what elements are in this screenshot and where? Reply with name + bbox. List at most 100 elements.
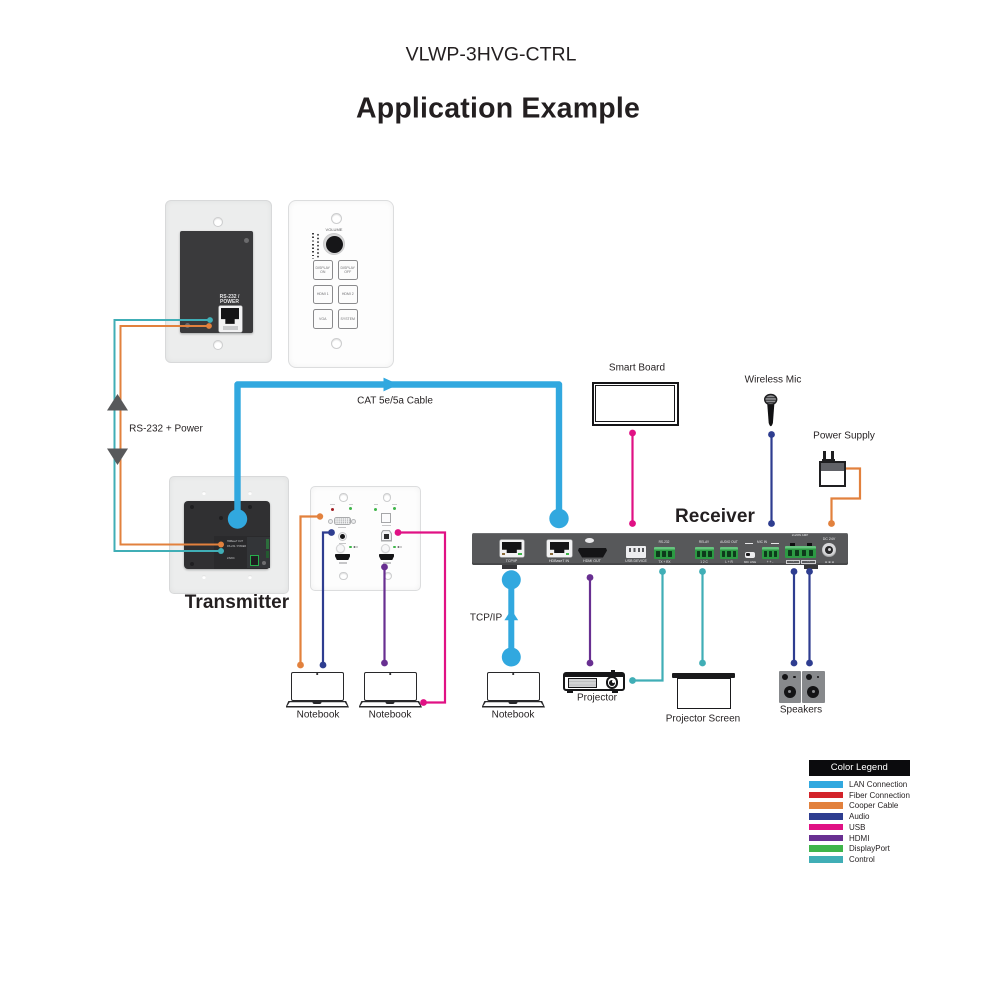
rx-rs232-label: RS-232 bbox=[658, 539, 670, 544]
keypad-button-vga: VGA bbox=[312, 309, 333, 329]
port-caption-smudge bbox=[382, 562, 391, 564]
tx-port-label2: RS-232 / POWER bbox=[227, 545, 247, 548]
amp-pins-box: - + bbox=[785, 559, 800, 564]
legend-swatch bbox=[808, 781, 843, 788]
speaker-port-dot bbox=[816, 675, 820, 679]
vga-input-port bbox=[333, 517, 351, 525]
notebook3-base bbox=[481, 701, 545, 708]
power-supply-prong bbox=[823, 450, 826, 460]
projector-bump bbox=[610, 669, 615, 673]
screw-hole bbox=[201, 574, 206, 579]
rx-audio-out-label: AUDIO OUT bbox=[720, 539, 738, 544]
phoenix-slot bbox=[668, 550, 673, 557]
rx-usb-device-label: USB DEVICE bbox=[625, 558, 647, 563]
port-caption-smudge bbox=[338, 562, 347, 564]
rx-mic-line-switch bbox=[744, 551, 755, 558]
amp-pins-text: - + bbox=[807, 560, 810, 563]
notebook-latch bbox=[508, 702, 518, 705]
av-input-wall-plate bbox=[310, 486, 421, 591]
phoenix-slot bbox=[662, 550, 667, 557]
speaker-tweeter bbox=[805, 674, 812, 680]
wireless-mic-icon bbox=[764, 393, 778, 427]
projector-lid bbox=[564, 673, 623, 677]
mic-header-dash bbox=[745, 542, 753, 544]
hdmi2-share-knob bbox=[381, 544, 390, 553]
keypad-button-label: SYSTEM bbox=[340, 316, 355, 321]
wire-control-projector bbox=[629, 568, 666, 684]
screw-hole bbox=[339, 571, 348, 580]
rx-dc-pins: ⊖ ⊕ ⊖ bbox=[824, 560, 835, 565]
legend-swatch bbox=[808, 813, 843, 820]
keypad-button-hdmi2: HDMI 2 bbox=[337, 284, 358, 304]
rx-screw-oval bbox=[585, 538, 594, 543]
notebook2-base bbox=[358, 701, 422, 708]
notebook-latch bbox=[312, 702, 322, 705]
usb-b-port-slot bbox=[383, 534, 389, 539]
legend-swatch bbox=[808, 802, 843, 809]
screw-hole bbox=[248, 490, 252, 495]
rj45-opening bbox=[221, 308, 239, 324]
speakers-label: Speakers bbox=[779, 704, 823, 716]
rj45-led-left bbox=[549, 552, 553, 555]
module-screw bbox=[185, 323, 190, 328]
rx-amp-phoenix bbox=[785, 545, 816, 558]
projector-vent bbox=[568, 677, 597, 688]
legend-swatch bbox=[808, 834, 843, 842]
rj45-latch-strip bbox=[222, 326, 238, 330]
rj45-opening bbox=[549, 542, 569, 553]
legend-label: HDMI bbox=[849, 833, 870, 843]
tx-phoenix-port bbox=[250, 555, 259, 566]
module-screw bbox=[219, 516, 223, 520]
wireless-mic-label: Wireless Mic bbox=[744, 374, 802, 386]
notebook1-label: Notebook bbox=[296, 709, 340, 721]
rs232-port-label-line1: RS-232 / bbox=[219, 293, 240, 300]
rx-relay-label: RELAY bbox=[698, 539, 710, 544]
phoenix-slot bbox=[763, 550, 768, 557]
tx-port-label3: 24VDC bbox=[227, 557, 235, 560]
hdmi1-share-knob bbox=[336, 544, 345, 553]
phoenix-slot bbox=[656, 550, 661, 557]
screw-hole bbox=[339, 493, 348, 502]
webcam-dot bbox=[389, 673, 392, 675]
phoenix-slot bbox=[732, 550, 737, 557]
keypad-button-label: DISPLAY OFF bbox=[340, 265, 356, 274]
keypad-button-hdmi1: HDMI 1 bbox=[312, 284, 333, 304]
hdmi1-input-port bbox=[334, 553, 351, 561]
rs232-power-label: RS-232 + Power bbox=[129, 423, 203, 434]
phoenix-slot bbox=[773, 550, 778, 557]
screw-hole bbox=[213, 217, 223, 227]
screw-hole bbox=[248, 574, 252, 579]
power-supply-prong bbox=[830, 450, 834, 460]
rx-mic-in-pins: + + - bbox=[766, 559, 774, 564]
rs232-port-label: RS-232 /POWER bbox=[219, 293, 240, 306]
share-arrow-mark bbox=[353, 546, 358, 548]
rx-rs232-pins: TX + RX bbox=[658, 559, 671, 564]
notebook3-label: Notebook bbox=[491, 709, 535, 721]
status-led-red bbox=[330, 507, 334, 511]
phoenix-slot bbox=[702, 550, 707, 557]
receiver-foot bbox=[804, 565, 818, 569]
screw-hole bbox=[382, 493, 391, 502]
port-caption-smudge bbox=[338, 527, 346, 529]
share-led-green bbox=[393, 545, 396, 549]
rx-usb-device-port bbox=[626, 546, 646, 558]
rx-amp-label: 2x20W AMP bbox=[791, 533, 809, 538]
power-supply-label: Power Supply bbox=[813, 430, 875, 442]
audio-in-jack bbox=[339, 533, 345, 539]
amp-tab bbox=[790, 542, 795, 547]
updown-arrow-down bbox=[107, 448, 128, 465]
projector-foot bbox=[567, 690, 573, 693]
tcpip-label: TCP/IP bbox=[469, 612, 503, 623]
smart-board-inner-frame bbox=[595, 385, 676, 423]
keypad-button-label: HDMI 2 bbox=[341, 292, 354, 297]
webcam-dot bbox=[512, 673, 515, 675]
projector-foot bbox=[612, 690, 618, 693]
rs232-port-label-line2: POWER bbox=[220, 299, 239, 305]
phoenix-slot bbox=[768, 550, 773, 557]
rj45-opening bbox=[502, 542, 522, 553]
screw-hole bbox=[330, 212, 342, 224]
speaker-port-dot bbox=[793, 675, 796, 679]
hdmi2-input-port bbox=[378, 553, 395, 561]
